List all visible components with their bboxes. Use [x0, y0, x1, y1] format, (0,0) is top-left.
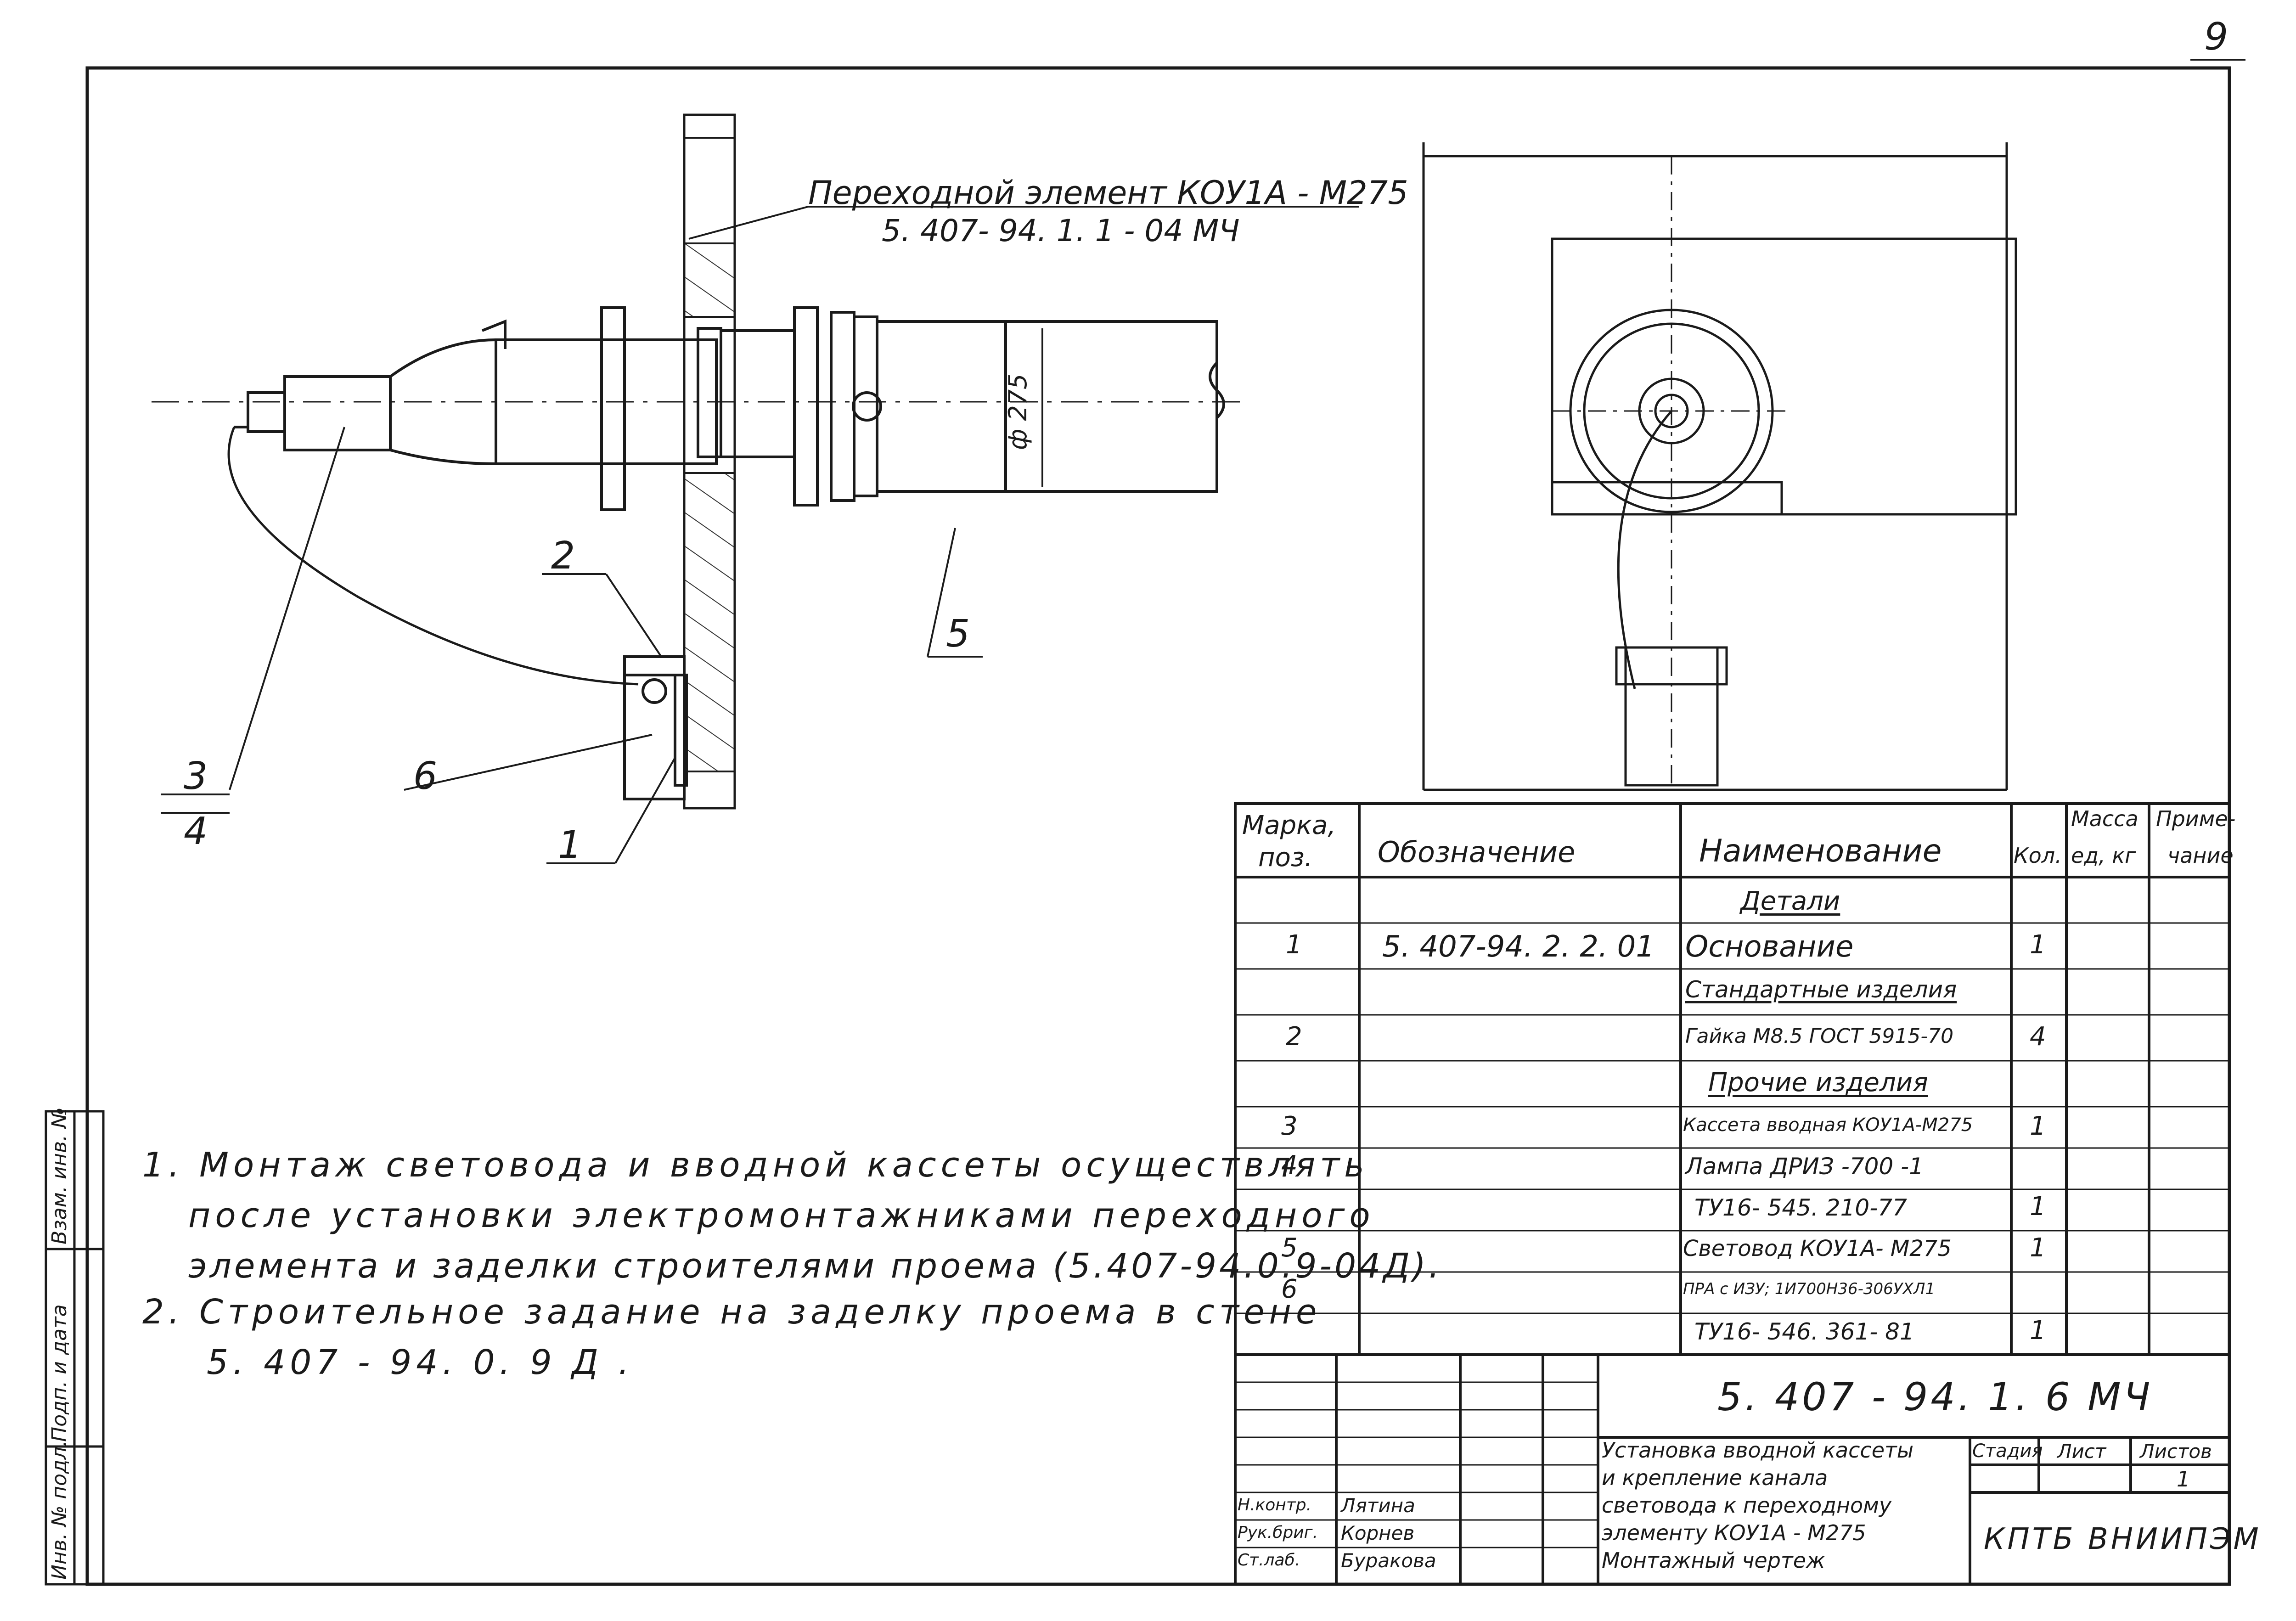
sig-role-3: Ст.лаб. — [1238, 1551, 1300, 1570]
hdr-note-2: чание — [2167, 843, 2234, 868]
title-block-grid — [1234, 1353, 2231, 1586]
left-stamp-box — [45, 1110, 105, 1586]
row-section-other: Прочие изделия — [1708, 1068, 1928, 1098]
callout-2: 2 — [551, 534, 575, 578]
ballast-box — [623, 655, 688, 800]
stamp-sign-label: Подп. и дата — [48, 1304, 71, 1442]
transition-label-line1: Переходной элемент КОУ1А - М275 — [808, 174, 1408, 212]
wall-section — [683, 113, 736, 810]
row-4b-qty: 1 — [2030, 1192, 2046, 1221]
note-line-4: 2. Строительное задание на заделку проем… — [142, 1292, 1322, 1332]
row-1-name: Основание — [1685, 930, 1854, 964]
hdr-mark-1: Марка, — [1242, 810, 1336, 840]
note-line-5: 5. 407 - 94. 0. 9 Д . — [207, 1343, 634, 1382]
note-line-3: элемента и заделки строителями проема (5… — [188, 1246, 1442, 1286]
sheets-value: 1 — [2177, 1467, 2190, 1492]
note-line-1: 1. Монтаж световода и вводной кассеты ос… — [142, 1145, 1369, 1185]
callout-6: 6 — [413, 754, 438, 798]
sig-name-2: Корнев — [1341, 1522, 1415, 1544]
row-1-qty: 1 — [2030, 930, 2046, 960]
doc-code: 5. 407 - 94. 1. 6 МЧ — [1717, 1374, 2153, 1419]
callout-1: 1 — [558, 823, 582, 867]
row-3-qty: 1 — [2030, 1111, 2046, 1141]
diameter-label: ф 275 — [1003, 373, 1032, 450]
sheet-number: 9 — [2204, 15, 2228, 59]
stage-label: Стадия — [1972, 1441, 2043, 1462]
sheets-label: Листов — [2140, 1440, 2212, 1463]
title-line-3: световода к переходному — [1602, 1493, 1892, 1518]
row-6-mark: 6 — [1281, 1274, 1298, 1304]
leader-lines — [161, 206, 1359, 864]
stamp-replace-label: Взам. инв. № — [48, 1107, 71, 1244]
row-section-standard: Стандартные изделия — [1685, 976, 1957, 1003]
row-5-qty: 1 — [2030, 1233, 2046, 1263]
sig-role-2: Рук.бриг. — [1238, 1523, 1318, 1542]
spec-table-grid — [1234, 802, 2231, 1356]
hdr-note-1: Приме- — [2156, 806, 2236, 831]
row-1-mark: 1 — [1286, 930, 1302, 960]
row-2-name: Гайка М8.5 ГОСТ 5915-70 — [1685, 1024, 1954, 1048]
callout-3: 3 — [184, 754, 208, 798]
row-6-name: ПРА с ИЗУ; 1И700Н36-306УХЛ1 — [1683, 1280, 1936, 1298]
stamp-inv-label: Инв. № подл. — [48, 1440, 71, 1580]
light-guide-assembly — [152, 306, 1240, 686]
row-4b-name: ТУ16- 545. 210-77 — [1694, 1194, 1907, 1221]
sheet-label: Лист — [2057, 1440, 2106, 1463]
organization: КПТБ ВНИИПЭМ — [1984, 1522, 2262, 1556]
row-4-name: Лампа ДРИЗ -700 -1 — [1685, 1153, 1924, 1180]
hdr-designation: Обозначение — [1378, 835, 1576, 869]
hdr-mass-1: Масса — [2071, 806, 2138, 831]
hdr-mark-2: поз. — [1258, 843, 1313, 872]
row-5-name: Световод КОУ1А- М275 — [1683, 1236, 1952, 1261]
row-1-designation: 5. 407-94. 2. 2. 01 — [1382, 930, 1655, 964]
title-line-4: элементу КОУ1А - М275 — [1602, 1520, 1866, 1545]
row-2-qty: 4 — [2030, 1022, 2046, 1052]
title-line-5: Монтажный чертеж — [1602, 1548, 1825, 1573]
row-6b-qty: 1 — [2030, 1316, 2046, 1345]
row-6b-name: ТУ16- 546. 361- 81 — [1694, 1318, 1914, 1345]
callout-5: 5 — [946, 612, 970, 656]
row-3-mark: 3 — [1281, 1111, 1298, 1141]
transition-label-line2: 5. 407- 94. 1. 1 - 04 МЧ — [882, 213, 1240, 248]
row-2-mark: 2 — [1286, 1022, 1302, 1052]
row-3-name: Кассета вводная КОУ1А-М275 — [1683, 1114, 1973, 1136]
title-line-2: и крепление канала — [1602, 1465, 1828, 1490]
sig-role-1: Н.контр. — [1238, 1496, 1312, 1514]
hdr-qty: Кол. — [2014, 843, 2062, 868]
hdr-mass-2: ед, кг — [2071, 843, 2136, 868]
sig-name-3: Буракова — [1341, 1549, 1436, 1572]
row-5-mark: 5 — [1281, 1233, 1298, 1263]
note-line-2: после установки электромонтажниками пере… — [188, 1196, 1375, 1235]
callout-4: 4 — [184, 810, 208, 853]
row-section-details: Детали — [1740, 886, 1840, 916]
title-line-1: Установка вводной кассеты — [1602, 1438, 1914, 1463]
hdr-name: Наименование — [1699, 833, 1942, 869]
row-4-mark: 4 — [1281, 1150, 1298, 1180]
front-view — [1422, 142, 2017, 791]
sig-name-1: Лятина — [1341, 1494, 1415, 1517]
